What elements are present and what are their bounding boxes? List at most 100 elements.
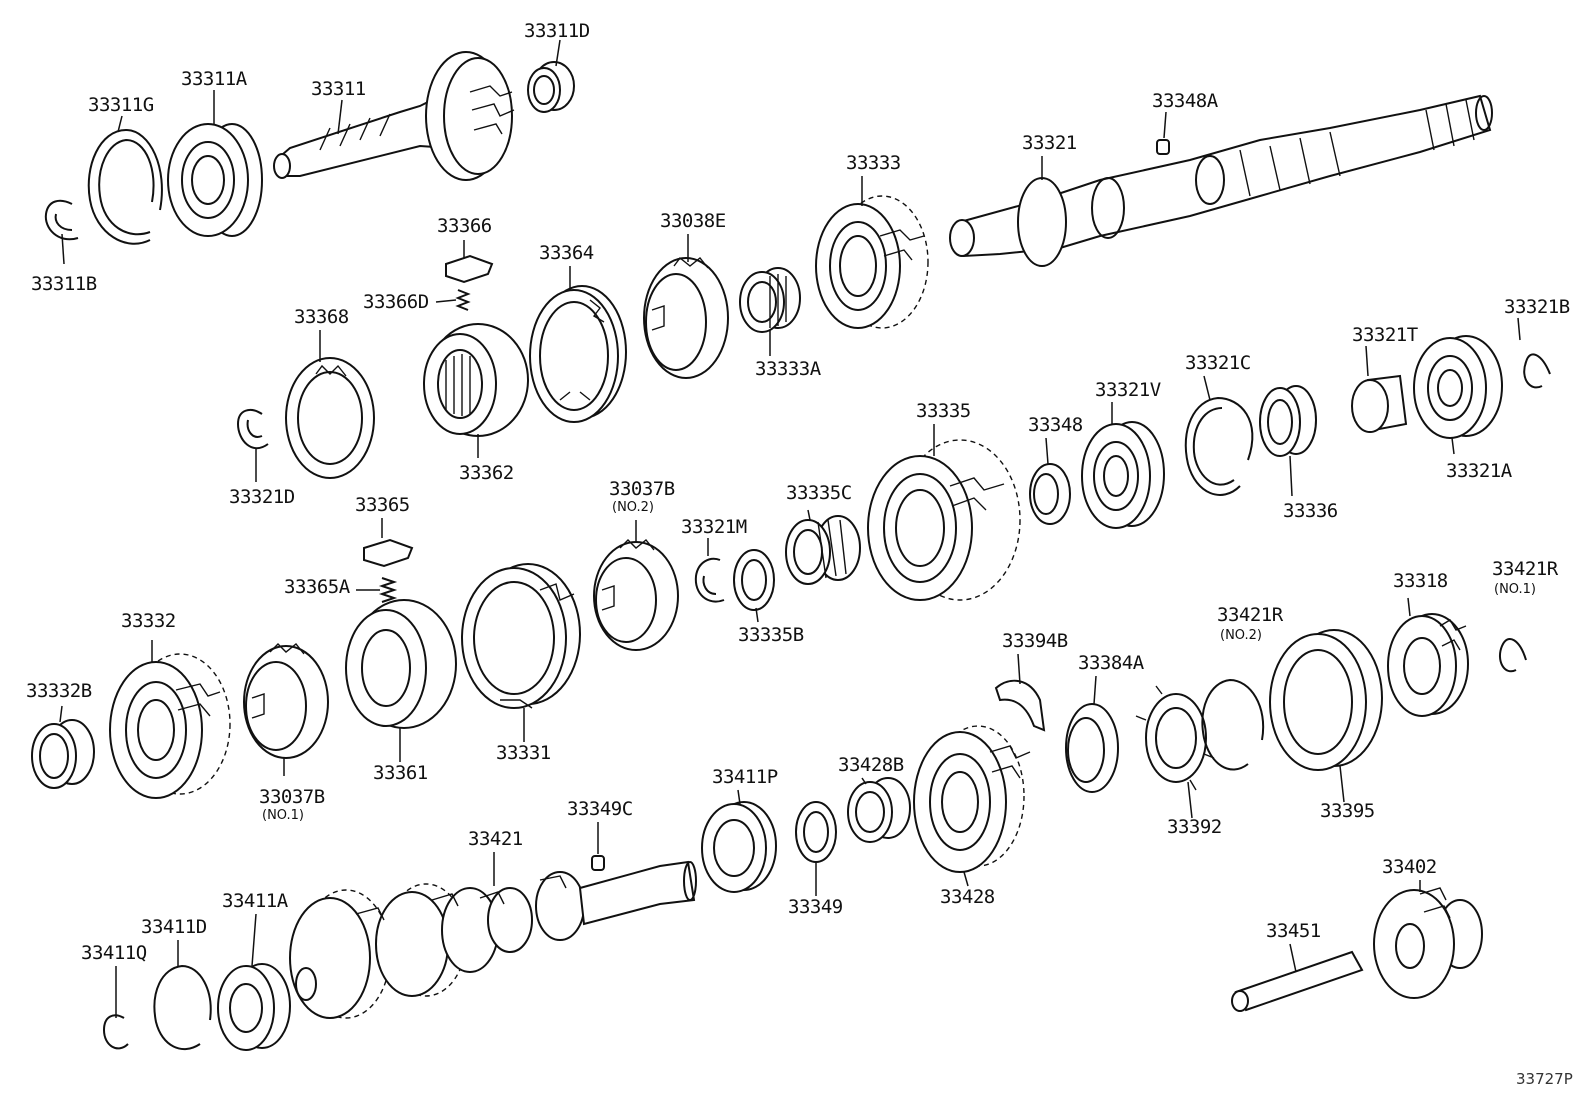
part-label-33411p[interactable]: 33411P <box>712 766 778 788</box>
synchro-ring-33037b-no1 <box>243 643 329 759</box>
bearing-33321v <box>1081 421 1165 529</box>
part-label-33421r-no1[interactable]: 33421R <box>1492 558 1558 580</box>
washer-33335b <box>733 549 775 611</box>
part-label-33318[interactable]: 33318 <box>1393 570 1448 592</box>
part-label-33451[interactable]: 33451 <box>1266 920 1321 942</box>
part-label-33411d[interactable]: 33411D <box>141 916 207 938</box>
part-label-33366[interactable]: 33366 <box>437 215 492 237</box>
part-label-33428[interactable]: 33428 <box>940 886 995 908</box>
part-label-33332b[interactable]: 33332B <box>26 680 92 702</box>
hub-33362 <box>423 323 529 437</box>
leader-lines <box>59 39 1521 1018</box>
part-label-33321[interactable]: 33321 <box>1022 132 1077 154</box>
part-label-33333a[interactable]: 33333A <box>755 358 821 380</box>
part-label-33335[interactable]: 33335 <box>916 400 971 422</box>
part-label-33311a[interactable]: 33311A <box>181 68 247 90</box>
part-label-33411q[interactable]: 33411Q <box>81 942 147 964</box>
part-label-33332[interactable]: 33332 <box>121 610 176 632</box>
part-label-33311g[interactable]: 33311G <box>88 94 154 116</box>
sleeve-33364 <box>529 285 627 423</box>
part-label-33037b-no1[interactable]: 33037B <box>259 786 325 808</box>
reverse-idler-gear-33402 <box>1373 887 1483 999</box>
part-label-33311b[interactable]: 33311B <box>31 273 97 295</box>
part-sublabel-33037b-no2: (NO.2) <box>612 500 654 515</box>
part-label-33348[interactable]: 33348 <box>1028 414 1083 436</box>
part-label-33336[interactable]: 33336 <box>1283 500 1338 522</box>
spring-33365a <box>378 577 398 603</box>
part-label-33037b-no2[interactable]: 33037B <box>609 478 675 500</box>
diagram-code: 33727P <box>1516 1070 1573 1088</box>
part-label-33402[interactable]: 33402 <box>1382 856 1437 878</box>
part-sublabel-33037b-no1: (NO.1) <box>262 808 304 823</box>
part-label-33364[interactable]: 33364 <box>539 242 594 264</box>
synchro-ring-33038e <box>643 257 729 379</box>
part-label-33321m[interactable]: 33321M <box>681 516 747 538</box>
part-label-33321c[interactable]: 33321C <box>1185 352 1251 374</box>
gear-33333 <box>815 195 929 329</box>
part-label-33321a[interactable]: 33321A <box>1446 460 1512 482</box>
retainer-33392 <box>1135 685 1215 791</box>
gear-33318 <box>1387 613 1469 717</box>
synchro-cone-33336 <box>1259 385 1317 457</box>
part-label-33411a[interactable]: 33411A <box>222 890 288 912</box>
part-label-33395[interactable]: 33395 <box>1320 800 1375 822</box>
part-label-33335b[interactable]: 33335B <box>738 624 804 646</box>
snap-ring-33321b <box>1523 353 1551 389</box>
part-label-33365[interactable]: 33365 <box>355 494 410 516</box>
bearing-33411a <box>217 963 291 1051</box>
needle-bearing-33332b <box>31 719 95 789</box>
part-label-33311[interactable]: 33311 <box>311 78 366 100</box>
part-label-33421[interactable]: 33421 <box>468 828 523 850</box>
part-label-33365a[interactable]: 33365A <box>284 576 350 598</box>
part-label-33331[interactable]: 33331 <box>496 742 551 764</box>
part-label-33333[interactable]: 33333 <box>846 152 901 174</box>
pin-33349c <box>591 855 605 871</box>
part-label-33349c[interactable]: 33349C <box>567 798 633 820</box>
snap-ring-33311g <box>87 128 163 245</box>
washer-33348 <box>1029 463 1071 525</box>
needle-bearing-33335c <box>785 515 861 585</box>
part-label-33361[interactable]: 33361 <box>373 762 428 784</box>
part-label-33311d[interactable]: 33311D <box>524 20 590 42</box>
part-sublabel-33421r-no1: (NO.1) <box>1494 582 1536 597</box>
part-label-33321d[interactable]: 33321D <box>229 486 295 508</box>
half-washer-33394b <box>994 679 1046 732</box>
pin-33348a <box>1156 139 1170 155</box>
part-label-33421r-no2[interactable]: 33421R <box>1217 604 1283 626</box>
part-label-33394b[interactable]: 33394B <box>1002 630 1068 652</box>
snap-ring-33411d <box>153 964 212 1050</box>
part-label-33349[interactable]: 33349 <box>788 896 843 918</box>
shifting-key-33365 <box>363 538 414 568</box>
snap-ring-33321c <box>1184 396 1254 496</box>
bearing-33411p <box>701 801 777 893</box>
part-label-33348a[interactable]: 33348A <box>1152 90 1218 112</box>
part-label-33335c[interactable]: 33335C <box>786 482 852 504</box>
needle-bearing-33428b <box>847 777 911 843</box>
snap-ring-33421r-no1 <box>1498 638 1527 673</box>
part-label-33428b[interactable]: 33428B <box>838 754 904 776</box>
part-label-33362[interactable]: 33362 <box>459 462 514 484</box>
part-label-33392[interactable]: 33392 <box>1167 816 1222 838</box>
part-label-33321t[interactable]: 33321T <box>1352 324 1418 346</box>
part-sublabel-33421r-no2: (NO.2) <box>1220 628 1262 643</box>
hub-33395 <box>1269 629 1383 771</box>
reverse-idler-shaft-33451 <box>1231 950 1364 1012</box>
gear-33332 <box>109 653 231 799</box>
snap-ring-33411q <box>102 1014 129 1050</box>
synchro-ring-33384a <box>1065 703 1119 793</box>
bearing-33321a <box>1413 335 1503 439</box>
part-label-33384a[interactable]: 33384A <box>1078 652 1144 674</box>
washer-33349 <box>795 801 837 863</box>
hub-33361 <box>345 599 457 729</box>
needle-bearing-33311d <box>527 61 575 113</box>
countershaft-33421 <box>289 860 697 1019</box>
synchro-ring-33368 <box>285 357 375 479</box>
part-label-33321b[interactable]: 33321B <box>1504 296 1570 318</box>
part-label-33366d[interactable]: 33366D <box>363 291 429 313</box>
part-label-33368[interactable]: 33368 <box>294 306 349 328</box>
bearing-33311a <box>167 123 263 237</box>
part-label-33038e[interactable]: 33038E <box>660 210 726 232</box>
part-label-33321v[interactable]: 33321V <box>1095 379 1161 401</box>
